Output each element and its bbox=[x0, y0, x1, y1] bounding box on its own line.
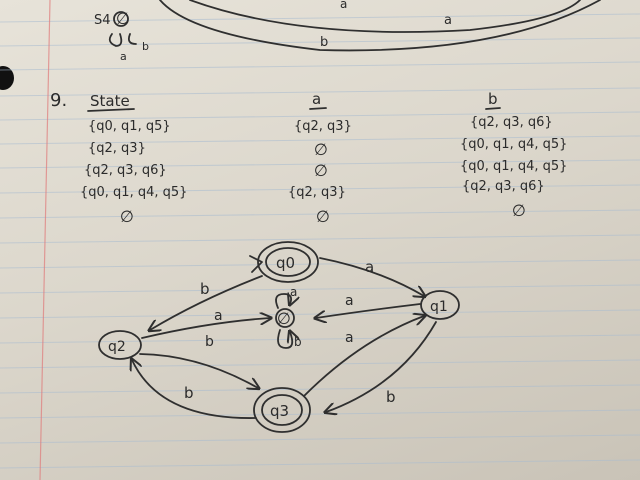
row-3-b: {q0, q1, q4, q5} bbox=[460, 159, 567, 174]
ruled-lines bbox=[0, 13, 640, 469]
state-q0: q0 bbox=[249, 241, 319, 283]
header-state: State bbox=[90, 92, 130, 110]
row-5-b: ∅ bbox=[512, 201, 526, 220]
edge-q2-empty bbox=[141, 318, 270, 339]
row-4-state: {q0, q1, q4, q5} bbox=[80, 185, 187, 200]
edge-q1-empty bbox=[316, 303, 421, 318]
arc-label-a-1: a bbox=[340, 0, 347, 11]
edge-q0-q2 bbox=[150, 275, 263, 330]
edge-q2-q3 bbox=[139, 353, 258, 388]
loop-label-b: b bbox=[142, 40, 149, 53]
arc-label-a-2: a bbox=[444, 13, 452, 28]
header-b: b bbox=[488, 90, 498, 108]
loop-label-a: a bbox=[120, 50, 127, 63]
header-a: a bbox=[312, 90, 321, 108]
edge-q0-q1 bbox=[319, 257, 424, 296]
row-5-state: ∅ bbox=[120, 207, 134, 226]
row-2-b: {q0, q1, q4, q5} bbox=[460, 137, 567, 152]
svg-text:a: a bbox=[345, 330, 354, 346]
svg-text:b: b bbox=[200, 280, 210, 298]
svg-text:b: b bbox=[205, 334, 214, 350]
svg-text:b: b bbox=[184, 384, 194, 402]
row-2-state: {q2, q3} bbox=[88, 141, 146, 156]
row-1-state: {q0, q1, q5} bbox=[88, 119, 171, 134]
svg-text:a: a bbox=[214, 308, 223, 324]
row-1-b: {q2, q3, q6} bbox=[470, 115, 553, 130]
svg-text:q1: q1 bbox=[430, 299, 448, 315]
arc-label-b: b bbox=[320, 35, 328, 50]
row-5-a: ∅ bbox=[316, 207, 330, 226]
self-loop-label-b: b bbox=[294, 335, 302, 349]
row-1-a: {q2, q3} bbox=[294, 119, 352, 134]
svg-text:∅: ∅ bbox=[277, 309, 291, 328]
row-4-b: {q2, q3, q6} bbox=[462, 179, 545, 194]
margin-line bbox=[39, 0, 51, 480]
state-q2: q2 bbox=[98, 330, 142, 360]
edge-q3-q1 bbox=[303, 316, 424, 397]
svg-text:q0: q0 bbox=[276, 254, 295, 272]
row-3-state: {q2, q3, q6} bbox=[84, 163, 167, 178]
row-3-a: ∅ bbox=[314, 161, 328, 180]
state-label-s4: S4 bbox=[94, 13, 111, 28]
edge-q1-q3 bbox=[326, 321, 437, 412]
svg-text:a: a bbox=[345, 293, 354, 309]
state-q1: q1 bbox=[420, 290, 460, 320]
transition-table: State a b {q0, q1, q5} {q2, q3} {q2, q3,… bbox=[80, 90, 567, 226]
svg-text:b: b bbox=[386, 388, 396, 406]
problem-number: 9. bbox=[50, 90, 67, 111]
svg-text:a: a bbox=[365, 258, 374, 276]
svg-text:q2: q2 bbox=[108, 339, 126, 355]
svg-text:q3: q3 bbox=[270, 402, 289, 420]
state-diagram: q0 q1 q2 q3 ∅ a b a bbox=[98, 241, 460, 433]
row-4-a: {q2, q3} bbox=[288, 185, 346, 200]
previous-diagram-fragment: S4 ∅ a b a a b bbox=[94, 0, 601, 63]
binding-hole bbox=[0, 66, 14, 90]
state-empty: ∅ bbox=[275, 294, 294, 349]
row-2-a: ∅ bbox=[314, 140, 328, 159]
state-q3: q3 bbox=[253, 387, 311, 433]
edge-q3-q2 bbox=[132, 360, 257, 419]
self-loop-label-a: a bbox=[290, 285, 297, 299]
